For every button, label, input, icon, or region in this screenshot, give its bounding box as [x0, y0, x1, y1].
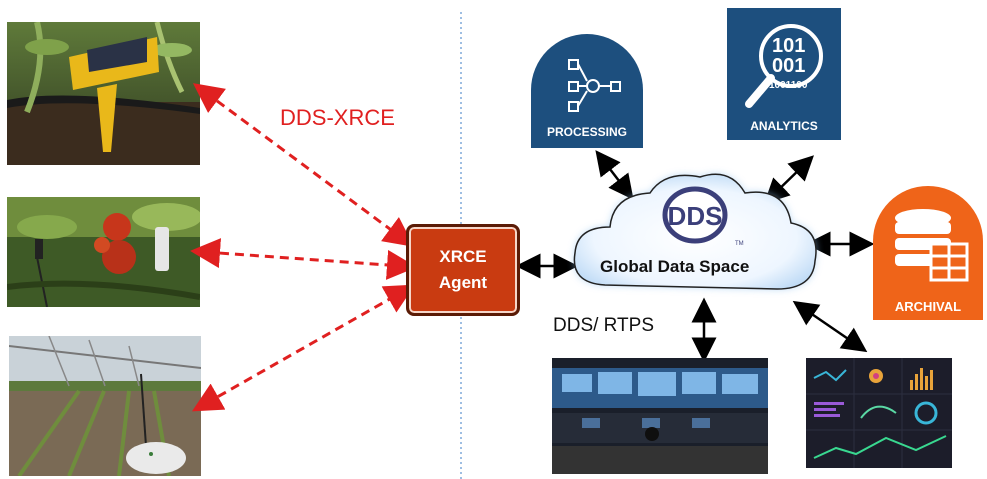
control-room-photo: [552, 358, 768, 474]
dashboard-photo: [806, 358, 952, 468]
arrow-processing: [595, 150, 634, 200]
processing-label: PROCESSING: [546, 125, 627, 139]
analytics-digits-3: 1001100: [769, 80, 808, 91]
dds-logo-text: DDS: [668, 201, 723, 231]
arrow-dashboard: [792, 300, 868, 353]
processing-tile: PROCESSING: [531, 34, 643, 148]
archival-tile: ARCHIVAL: [873, 186, 983, 320]
agent-line2: Agent: [438, 273, 488, 292]
dds-logo-icon: DDS TM: [662, 186, 744, 247]
sensor-photo-garden: [7, 22, 200, 165]
archival-label: ARCHIVAL: [894, 299, 962, 314]
arrow-analytics: [764, 155, 814, 204]
database-icon: [895, 209, 969, 282]
dds-logo-tm: TM: [735, 241, 744, 247]
arrow-sensor-3: [191, 284, 416, 412]
magnifier-icon: 101 001 1001100: [745, 24, 823, 108]
arrow-sensor-1: [192, 83, 415, 247]
agent-line1: XRCE: [439, 247, 487, 266]
dds-xrce-label: DDS-XRCE: [280, 105, 395, 130]
sensor-photo-tomatoes: [7, 197, 200, 307]
processing-icon: [568, 59, 621, 112]
analytics-digits-2: 001: [772, 55, 805, 77]
xrce-agent-box: XRCE Agent: [406, 224, 520, 316]
dds-rtps-label: DDS/ RTPS: [553, 315, 655, 336]
global-data-space-cloud: DDS TM: [573, 173, 817, 290]
sensor-photo-field: [9, 336, 201, 476]
analytics-tile: 101 001 1001100 ANALYTICS: [727, 8, 841, 140]
global-data-space-label: Global Data Space: [600, 257, 750, 276]
arrow-sensor-2: [190, 238, 417, 280]
analytics-label: ANALYTICS: [750, 119, 818, 133]
analytics-digits-1: 101: [772, 35, 805, 57]
